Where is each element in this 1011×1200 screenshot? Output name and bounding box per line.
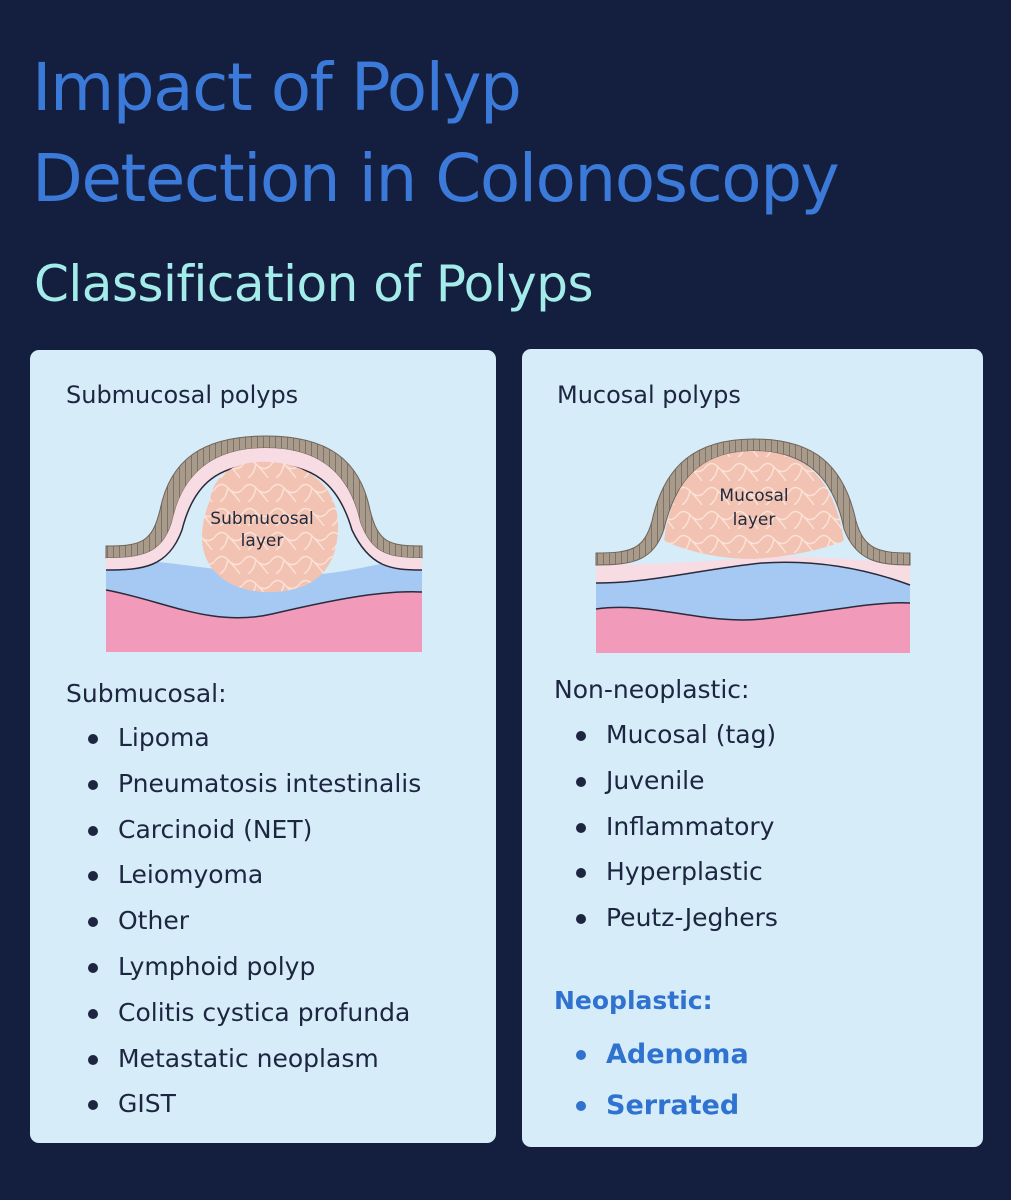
submucosa-band [596, 562, 910, 620]
list-item: Lipoma [80, 715, 421, 761]
submucosal-polyp-illustration: Submucosal layer [105, 435, 423, 652]
neoplastic-heading: Neoplastic: [554, 986, 713, 1015]
bullet-icon [576, 1101, 586, 1111]
page-subtitle: Classification of Polyps [34, 255, 594, 313]
submucosal-card-heading: Submucosal polyps [66, 381, 299, 409]
bullet-icon [88, 825, 98, 836]
bullet-icon [88, 962, 98, 973]
mucosal-layer-label-line-2: layer [733, 510, 776, 530]
list-item: Inflammatory [568, 804, 778, 850]
bullet-icon [576, 914, 586, 925]
list-item: Hyperplastic [568, 849, 778, 895]
list-item: Peutz-Jeghers [568, 895, 778, 941]
submucosal-mass [202, 461, 338, 593]
list-item: Metastatic neoplasm [80, 1036, 421, 1082]
list-item: GIST [80, 1081, 421, 1127]
list-item: Adenoma [568, 1029, 749, 1080]
neoplastic-list: Adenoma Serrated [568, 1029, 749, 1131]
mucosal-layer-label-line-1: Mucosal [719, 486, 788, 506]
list-item: Mucosal (tag) [568, 712, 778, 758]
submucosal-layer-label-line-2: layer [241, 531, 284, 551]
bullet-icon [576, 731, 586, 741]
mucosal-polyps-card: Mucosal polyps Mucosal layer Non-neoplas… [522, 349, 983, 1147]
list-item: Pneumatosis intestinalis [80, 761, 421, 807]
bullet-icon [88, 1100, 98, 1111]
list-item: Serrated [568, 1080, 749, 1131]
mucosal-card-heading: Mucosal polyps [557, 381, 741, 409]
submucosal-polyps-card: Submucosal polyps Submucosal layer Submu… [30, 350, 496, 1143]
page-title: Impact of Polyp Detection in Colonoscopy [32, 42, 1007, 224]
bullet-icon [576, 776, 586, 787]
mucosal-mass [664, 451, 844, 559]
bullet-icon [88, 917, 98, 928]
non-neoplastic-heading: Non-neoplastic: [554, 675, 750, 704]
submucosal-layer-label-line-1: Submucosal [210, 509, 313, 529]
bullet-icon [88, 779, 98, 790]
bullet-icon [576, 1050, 586, 1060]
muscularis-layer [596, 602, 910, 653]
submucosal-list: Lipoma Pneumatosis intestinalis Carcinoi… [80, 715, 421, 1127]
epithelium [595, 438, 911, 566]
bullet-icon [88, 1054, 98, 1065]
list-item: Lymphoid polyp [80, 944, 421, 990]
bullet-icon [576, 868, 586, 879]
page-title-line-1: Impact of Polyp [32, 49, 522, 126]
page-title-line-2: Detection in Colonoscopy [32, 140, 840, 217]
non-neoplastic-list: Mucosal (tag) Juvenile Inflammatory Hype… [568, 712, 778, 941]
list-item: Other [80, 898, 421, 944]
bullet-icon [88, 1008, 98, 1019]
mucosal-polyp-illustration: Mucosal layer [595, 438, 911, 653]
submucosal-group-heading: Submucosal: [66, 679, 227, 708]
muscularis-layer [106, 590, 422, 652]
list-item: Carcinoid (NET) [80, 807, 421, 853]
list-item: Colitis cystica profunda [80, 990, 421, 1036]
bullet-icon [88, 871, 98, 882]
bullet-icon [88, 734, 98, 744]
bullet-icon [576, 822, 586, 833]
list-item: Juvenile [568, 758, 778, 804]
list-item: Leiomyoma [80, 852, 421, 898]
